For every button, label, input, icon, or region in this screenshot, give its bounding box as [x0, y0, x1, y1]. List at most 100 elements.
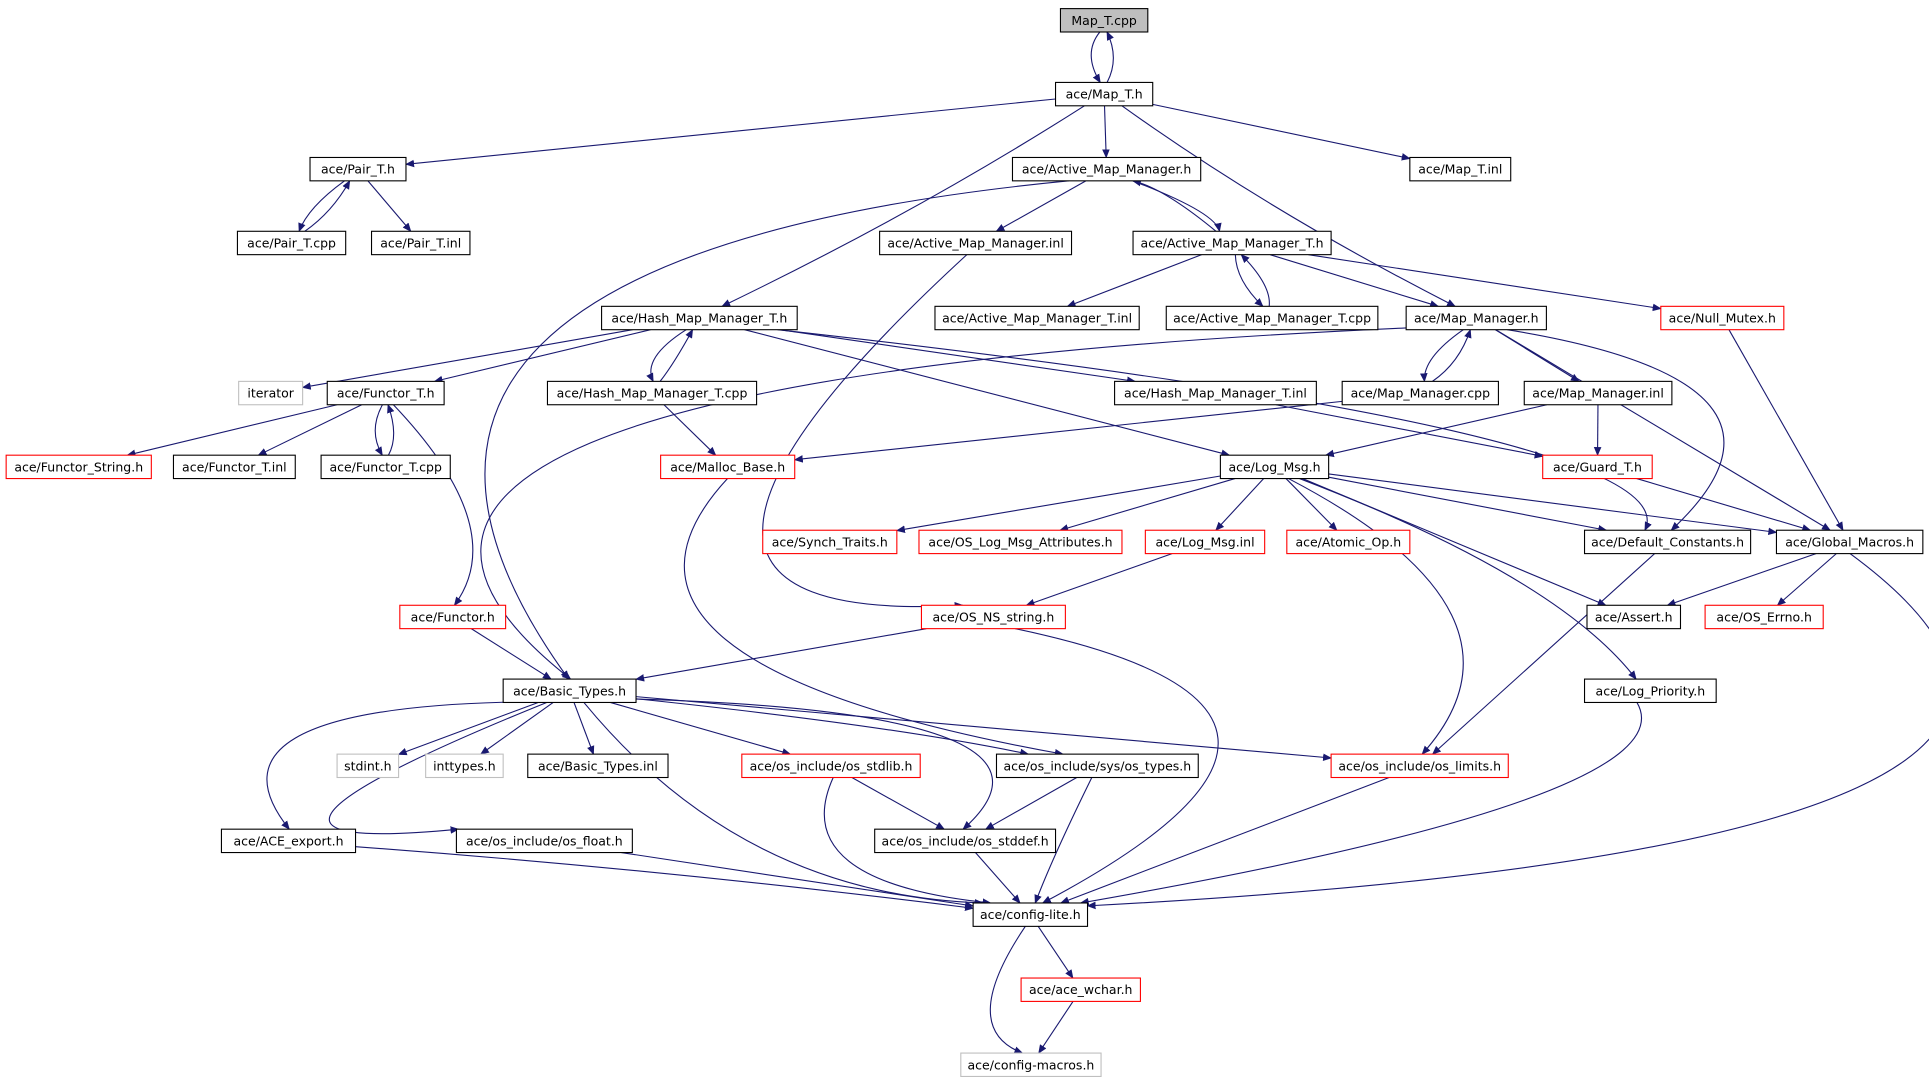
node-box[interactable]: [934, 305, 1140, 331]
node-os-ns-string-h[interactable]: ace/OS_NS_string.h: [920, 604, 1066, 630]
node-box[interactable]: [1059, 8, 1149, 33]
node-box[interactable]: [502, 678, 637, 704]
node-os-stddef-h[interactable]: ace/os_include/os_stddef.h: [874, 828, 1057, 854]
node-box[interactable]: [995, 753, 1199, 779]
node-map-t-h[interactable]: ace/Map_T.h: [1054, 81, 1154, 107]
node-box[interactable]: [1523, 380, 1673, 406]
node-box[interactable]: [399, 604, 507, 630]
node-box[interactable]: [1542, 454, 1653, 480]
node-box[interactable]: [546, 380, 758, 406]
node-active-map-manager-t-h[interactable]: ace/Active_Map_Manager_T.h: [1132, 230, 1332, 256]
node-box[interactable]: [1586, 604, 1682, 630]
node-basic-types-h[interactable]: ace/Basic_Types.h: [502, 678, 637, 704]
node-box[interactable]: [527, 753, 669, 779]
node-active-map-manager-t-cpp[interactable]: ace/Active_Map_Manager_T.cpp: [1165, 305, 1379, 331]
node-hash-map-manager-t-h[interactable]: ace/Hash_Map_Manager_T.h: [601, 305, 798, 331]
node-box[interactable]: [336, 753, 400, 779]
node-map-manager-cpp[interactable]: ace/Map_Manager.cpp: [1341, 380, 1499, 406]
node-pair-t-cpp[interactable]: ace/Pair_T.cpp: [236, 230, 347, 256]
node-box[interactable]: [960, 1052, 1102, 1078]
node-null-mutex-h[interactable]: ace/Null_Mutex.h: [1660, 305, 1785, 331]
node-config-lite-h[interactable]: ace/config-lite.h: [972, 902, 1089, 927]
node-box[interactable]: [1330, 753, 1509, 779]
node-malloc-base-h[interactable]: ace/Malloc_Base.h: [660, 454, 796, 480]
node-functor-t-cpp[interactable]: ace/Functor_T.cpp: [320, 454, 451, 480]
node-active-map-manager-inl[interactable]: ace/Active_Map_Manager.inl: [879, 230, 1073, 256]
node-box[interactable]: [1405, 305, 1547, 331]
node-box[interactable]: [1054, 81, 1154, 107]
node-config-macros-h[interactable]: ace/config-macros.h: [960, 1052, 1102, 1078]
node-assert-h[interactable]: ace/Assert.h: [1586, 604, 1682, 630]
node-pair-t-inl[interactable]: ace/Pair_T.inl: [370, 230, 471, 256]
node-box[interactable]: [879, 230, 1073, 256]
node-hash-map-manager-t-inl[interactable]: ace/Hash_Map_Manager_T.inl: [1114, 380, 1317, 406]
node-box[interactable]: [762, 529, 898, 555]
node-basic-types-inl[interactable]: ace/Basic_Types.inl: [527, 753, 669, 779]
node-ace-export-h[interactable]: ace/ACE_export.h: [220, 828, 357, 854]
node-box[interactable]: [309, 156, 407, 182]
node-log-priority-h[interactable]: ace/Log_Priority.h: [1583, 678, 1717, 704]
node-box[interactable]: [1011, 156, 1202, 182]
node-box[interactable]: [425, 753, 504, 779]
node-box[interactable]: [660, 454, 796, 480]
node-default-constants-h[interactable]: ace/Default_Constants.h: [1583, 529, 1752, 555]
node-box[interactable]: [918, 529, 1123, 555]
node-functor-t-h[interactable]: ace/Functor_T.h: [326, 380, 445, 406]
node-box[interactable]: [1704, 604, 1824, 630]
node-map-t-inl[interactable]: ace/Map_T.inl: [1409, 156, 1512, 182]
node-box[interactable]: [1020, 977, 1141, 1002]
node-os-errno-h[interactable]: ace/OS_Errno.h: [1704, 604, 1824, 630]
node-map-manager-h[interactable]: ace/Map_Manager.h: [1405, 305, 1547, 331]
node-active-map-manager-t-inl[interactable]: ace/Active_Map_Manager_T.inl: [934, 305, 1140, 331]
node-box[interactable]: [1341, 380, 1499, 406]
node-active-map-manager-h[interactable]: ace/Active_Map_Manager.h: [1011, 156, 1202, 182]
node-box[interactable]: [601, 305, 798, 331]
node-box[interactable]: [1286, 529, 1411, 555]
node-pair-t-h[interactable]: ace/Pair_T.h: [309, 156, 407, 182]
node-iterator[interactable]: iterator: [238, 380, 304, 406]
node-sys-os-types-h[interactable]: ace/os_include/sys/os_types.h: [995, 753, 1199, 779]
node-os-stdlib-h[interactable]: ace/os_include/os_stdlib.h: [741, 753, 921, 779]
node-box[interactable]: [1165, 305, 1379, 331]
node-box[interactable]: [326, 380, 445, 406]
node-map-t-cpp[interactable]: Map_T.cpp: [1059, 8, 1149, 33]
node-os-log-msg-attributes-h[interactable]: ace/OS_Log_Msg_Attributes.h: [918, 529, 1123, 555]
node-box[interactable]: [1775, 529, 1924, 555]
node-functor-string-h[interactable]: ace/Functor_String.h: [5, 454, 152, 480]
node-box[interactable]: [455, 828, 633, 854]
node-box[interactable]: [1114, 380, 1317, 406]
node-box[interactable]: [238, 380, 304, 406]
node-functor-h[interactable]: ace/Functor.h: [399, 604, 507, 630]
node-box[interactable]: [1409, 156, 1512, 182]
node-os-float-h[interactable]: ace/os_include/os_float.h: [455, 828, 633, 854]
node-map-manager-inl[interactable]: ace/Map_Manager.inl: [1523, 380, 1673, 406]
node-synch-traits-h[interactable]: ace/Synch_Traits.h: [762, 529, 898, 555]
node-log-msg-inl[interactable]: ace/Log_Msg.inl: [1144, 529, 1266, 555]
node-box[interactable]: [1219, 454, 1330, 480]
node-hash-map-manager-t-cpp[interactable]: ace/Hash_Map_Manager_T.cpp: [546, 380, 758, 406]
node-box[interactable]: [1583, 678, 1717, 704]
node-atomic-op-h[interactable]: ace/Atomic_Op.h: [1286, 529, 1411, 555]
node-box[interactable]: [972, 902, 1089, 927]
node-inttypes-h[interactable]: inttypes.h: [425, 753, 504, 779]
node-box[interactable]: [172, 454, 296, 480]
node-box[interactable]: [1144, 529, 1266, 555]
node-global-macros-h[interactable]: ace/Global_Macros.h: [1775, 529, 1924, 555]
node-functor-t-inl[interactable]: ace/Functor_T.inl: [172, 454, 296, 480]
node-box[interactable]: [236, 230, 347, 256]
node-box[interactable]: [220, 828, 357, 854]
node-box[interactable]: [320, 454, 451, 480]
node-box[interactable]: [920, 604, 1066, 630]
node-stdint-h[interactable]: stdint.h: [336, 753, 400, 779]
node-box[interactable]: [741, 753, 921, 779]
node-box[interactable]: [1132, 230, 1332, 256]
node-log-msg-h[interactable]: ace/Log_Msg.h: [1219, 454, 1330, 480]
node-ace-wchar-h[interactable]: ace/ace_wchar.h: [1020, 977, 1141, 1002]
node-box[interactable]: [1583, 529, 1752, 555]
node-box[interactable]: [370, 230, 471, 256]
node-os-limits-h[interactable]: ace/os_include/os_limits.h: [1330, 753, 1509, 779]
node-box[interactable]: [5, 454, 152, 480]
node-guard-t-h[interactable]: ace/Guard_T.h: [1542, 454, 1653, 480]
node-box[interactable]: [874, 828, 1057, 854]
node-box[interactable]: [1660, 305, 1785, 331]
